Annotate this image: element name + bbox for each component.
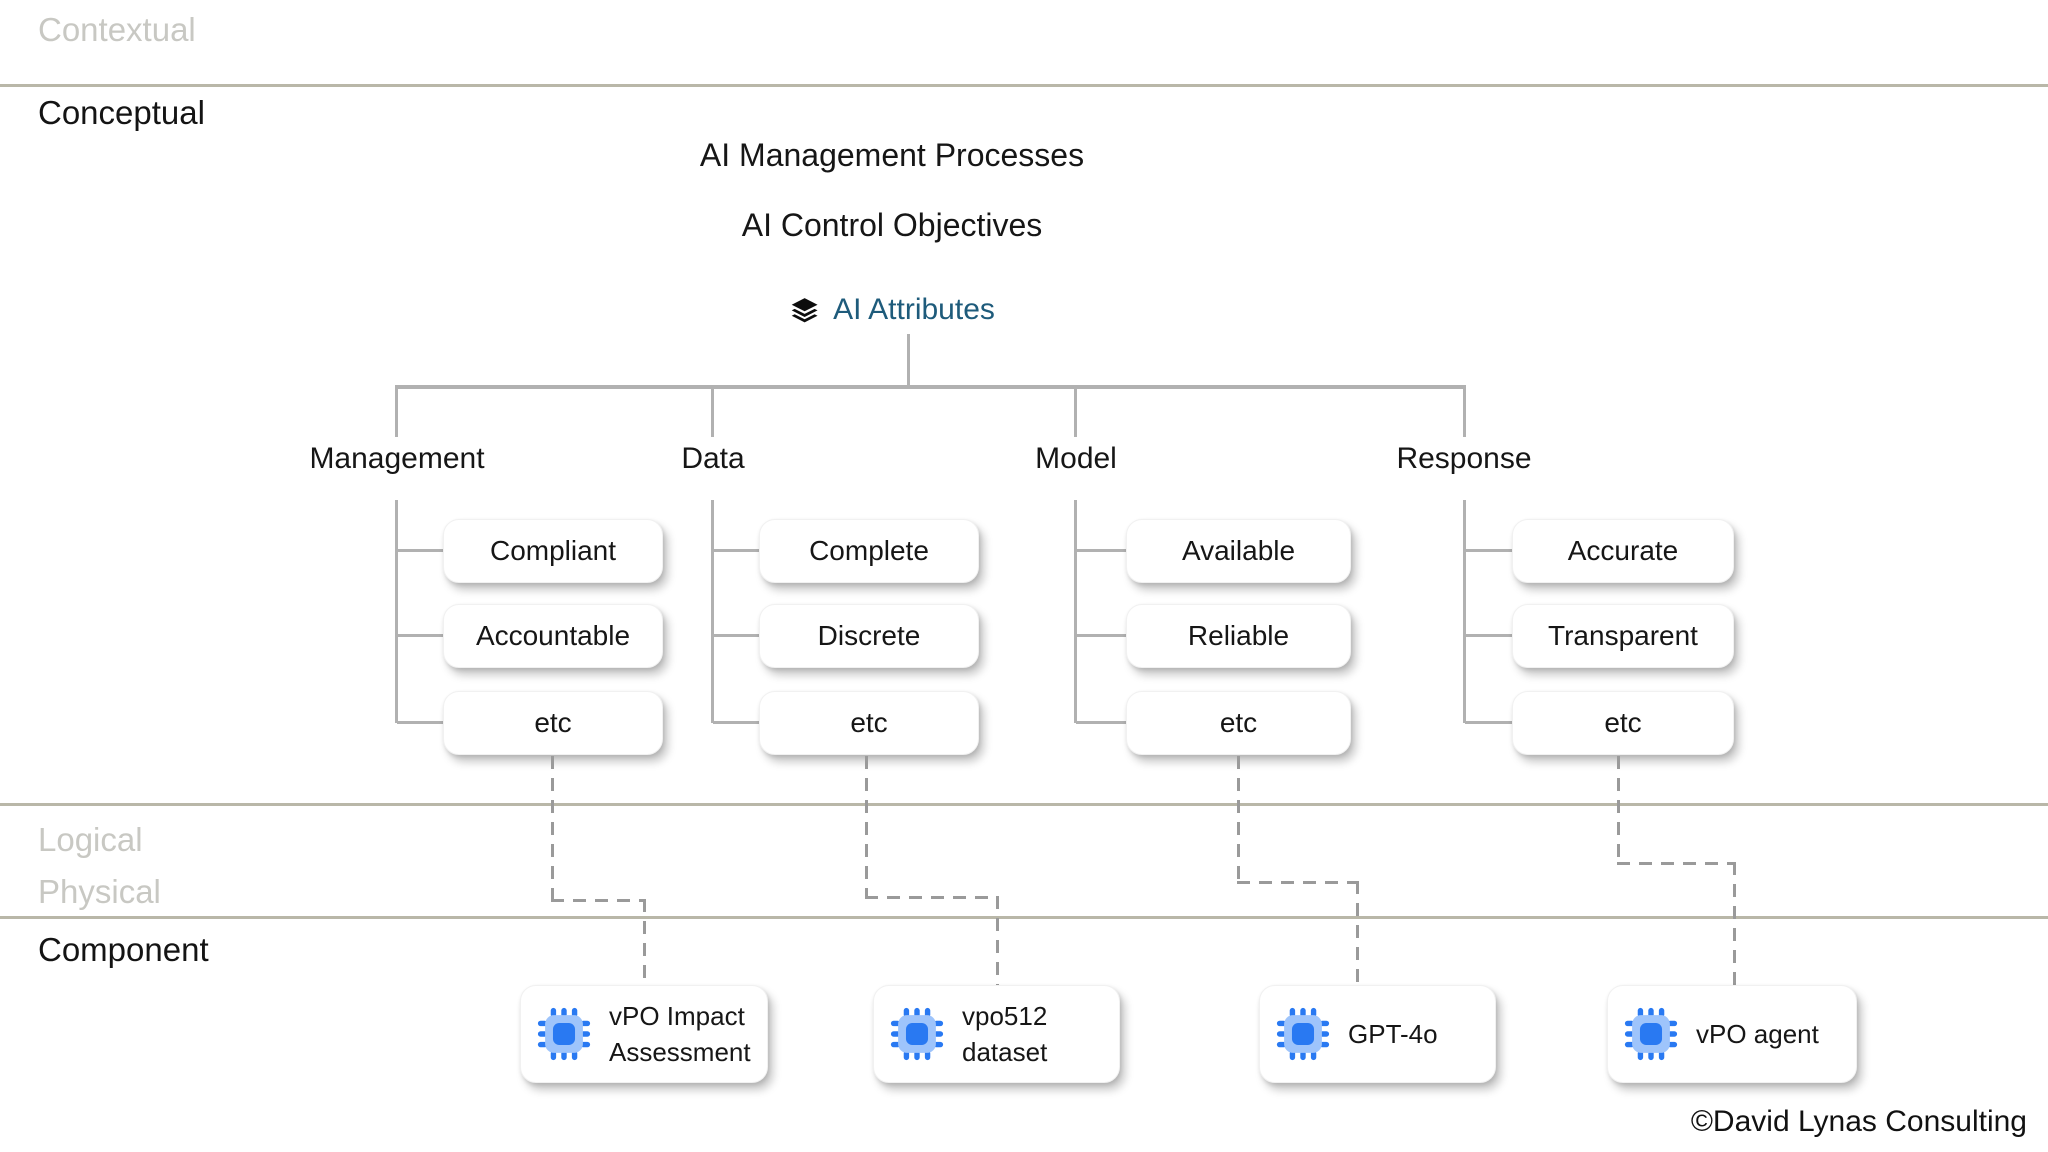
node-accountable: Accountable: [443, 604, 663, 668]
tick-response-2: [1465, 634, 1513, 637]
band-line-physical-component: [0, 916, 2048, 919]
cpu-chip-icon: [890, 1007, 944, 1061]
layer-label-conceptual: Conceptual: [38, 94, 205, 131]
cpu-chip-icon: [1276, 1007, 1330, 1061]
dashed-connector-management-v2: [643, 899, 646, 986]
dashed-connector-data-h: [865, 896, 999, 899]
node-reliable: Reliable: [1126, 604, 1351, 668]
tick-model-3: [1076, 721, 1127, 724]
column-stem-management: [395, 500, 398, 723]
branch-stub-model: [1074, 385, 1077, 437]
node-accurate: Accurate: [1512, 519, 1734, 583]
ai-attributes-label: AI Attributes: [833, 293, 995, 326]
layer-label-physical: Physical: [38, 873, 161, 910]
diagram-title-management-processes: AI Management Processes: [699, 137, 1085, 173]
node-etc-model: etc: [1126, 691, 1351, 755]
column-stem-response: [1463, 500, 1466, 723]
tick-management-3: [397, 721, 444, 724]
component-label: vpo512 dataset: [962, 1001, 1048, 1067]
band-line-contextual-conceptual: [0, 84, 2048, 87]
dashed-connector-response-v1: [1617, 756, 1620, 865]
tree-trunk-line: [907, 334, 910, 385]
dashed-connector-management-h: [551, 899, 646, 902]
node-etc-data: etc: [759, 691, 979, 755]
dashed-connector-model-v2: [1356, 881, 1359, 986]
component-card-vpo512-dataset: vpo512 dataset: [873, 985, 1120, 1083]
tick-management-2: [397, 634, 444, 637]
branch-label-management: Management: [309, 442, 485, 475]
diagram-title-control-objectives: AI Control Objectives: [741, 207, 1043, 243]
dashed-connector-model-h: [1237, 881, 1359, 884]
branch-stub-response: [1463, 385, 1466, 437]
dashed-connector-model-v1: [1237, 756, 1240, 884]
layer-label-contextual: Contextual: [38, 11, 196, 48]
layers-stack-icon: [791, 297, 818, 322]
dashed-connector-data-v2: [996, 896, 999, 986]
branch-label-model: Model: [1035, 442, 1117, 475]
branch-stub-data: [711, 385, 714, 437]
component-label: vPO agent: [1696, 1019, 1819, 1049]
dashed-connector-response-v2: [1733, 862, 1736, 986]
tick-response-1: [1465, 549, 1513, 552]
component-card-vpo-impact-assessment: vPO Impact Assessment: [520, 985, 768, 1083]
dashed-connector-response-h: [1617, 862, 1736, 865]
tick-model-2: [1076, 634, 1127, 637]
column-stem-data: [711, 500, 714, 723]
node-discrete: Discrete: [759, 604, 979, 668]
tick-data-2: [713, 634, 760, 637]
node-transparent: Transparent: [1512, 604, 1734, 668]
branch-label-response: Response: [1396, 442, 1532, 475]
branch-label-data: Data: [681, 442, 745, 475]
layer-label-logical: Logical: [38, 821, 143, 858]
tick-data-1: [713, 549, 760, 552]
tick-data-3: [713, 721, 760, 724]
tick-model-1: [1076, 549, 1127, 552]
component-label: vPO Impact Assessment: [609, 1001, 751, 1067]
band-line-conceptual-logical: [0, 803, 2048, 806]
node-etc-management: etc: [443, 691, 663, 755]
cpu-chip-icon: [537, 1007, 591, 1061]
layer-label-component: Component: [38, 931, 209, 968]
tree-horizontal-connector: [395, 385, 1466, 389]
branch-stub-management: [395, 385, 398, 437]
tick-response-3: [1465, 721, 1513, 724]
node-compliant: Compliant: [443, 519, 663, 583]
component-card-vpo-agent: vPO agent: [1607, 985, 1857, 1083]
dashed-connector-data-v1: [865, 756, 868, 899]
ai-attributes-node: AI Attributes: [789, 288, 995, 332]
node-available: Available: [1126, 519, 1351, 583]
node-etc-response: etc: [1512, 691, 1734, 755]
column-stem-model: [1074, 500, 1077, 723]
cpu-chip-icon: [1624, 1007, 1678, 1061]
component-card-gpt-4o: GPT-4o: [1259, 985, 1496, 1083]
dashed-connector-management-v1: [551, 756, 554, 902]
node-complete: Complete: [759, 519, 979, 583]
component-label: GPT-4o: [1348, 1019, 1438, 1049]
copyright-text: ©David Lynas Consulting: [1690, 1105, 2027, 1138]
tick-management-1: [397, 549, 444, 552]
